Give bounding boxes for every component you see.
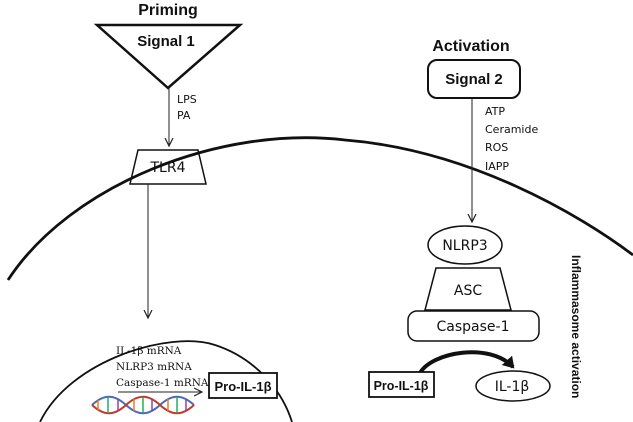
nlrp3-ellipse	[427, 225, 503, 265]
tlr4-label: TLR4	[150, 160, 186, 176]
pro-il1b-cyto-box	[368, 371, 435, 398]
mrna-nlrp3: NLRP3 mRNA	[116, 361, 192, 373]
mrna-caspase1: Caspase-1 mRNA	[116, 377, 209, 389]
pro-il1b-cyto-label: Pro-IL-1β	[374, 379, 429, 393]
pro-il1b-nucleus-label: Pro-IL-1β	[214, 379, 271, 394]
asc-trapezoid	[424, 267, 512, 311]
cleavage-arrow	[418, 350, 515, 375]
priming-ligand-lps: LPS	[177, 93, 197, 106]
priming-ligand-pa: PA	[177, 109, 191, 122]
caspase-1-box	[407, 310, 540, 342]
mrna-il1b: IL-1β mRNA	[116, 345, 182, 357]
dna-helix-icon	[91, 395, 195, 415]
signal-2-box	[427, 59, 521, 99]
activation-heading: Activation	[432, 38, 509, 55]
activation-ligand-iapp: IAPP	[485, 160, 509, 173]
nlrp3-label: NLRP3	[442, 238, 487, 254]
activation-ligand-atp: ATP	[485, 105, 505, 118]
priming-heading: Priming	[138, 2, 198, 19]
il1b-label: IL-1β	[495, 379, 530, 395]
il1b-ellipse	[475, 370, 551, 402]
inflammasome-activation-label: Inflammasome activation	[569, 255, 583, 398]
cell-membrane	[6, 136, 633, 281]
caspase-1-label: Caspase-1	[437, 319, 510, 335]
signal-1-triangle	[93, 23, 244, 90]
activation-ligand-ceramide: Ceramide	[485, 123, 538, 136]
signal-2-label: Signal 2	[445, 71, 503, 88]
signal-1-label: Signal 1	[137, 33, 195, 50]
pro-il1b-nucleus-box	[208, 372, 278, 399]
tlr4-receptor	[129, 149, 207, 185]
asc-label: ASC	[454, 283, 482, 299]
activation-ligand-ros: ROS	[485, 141, 508, 154]
